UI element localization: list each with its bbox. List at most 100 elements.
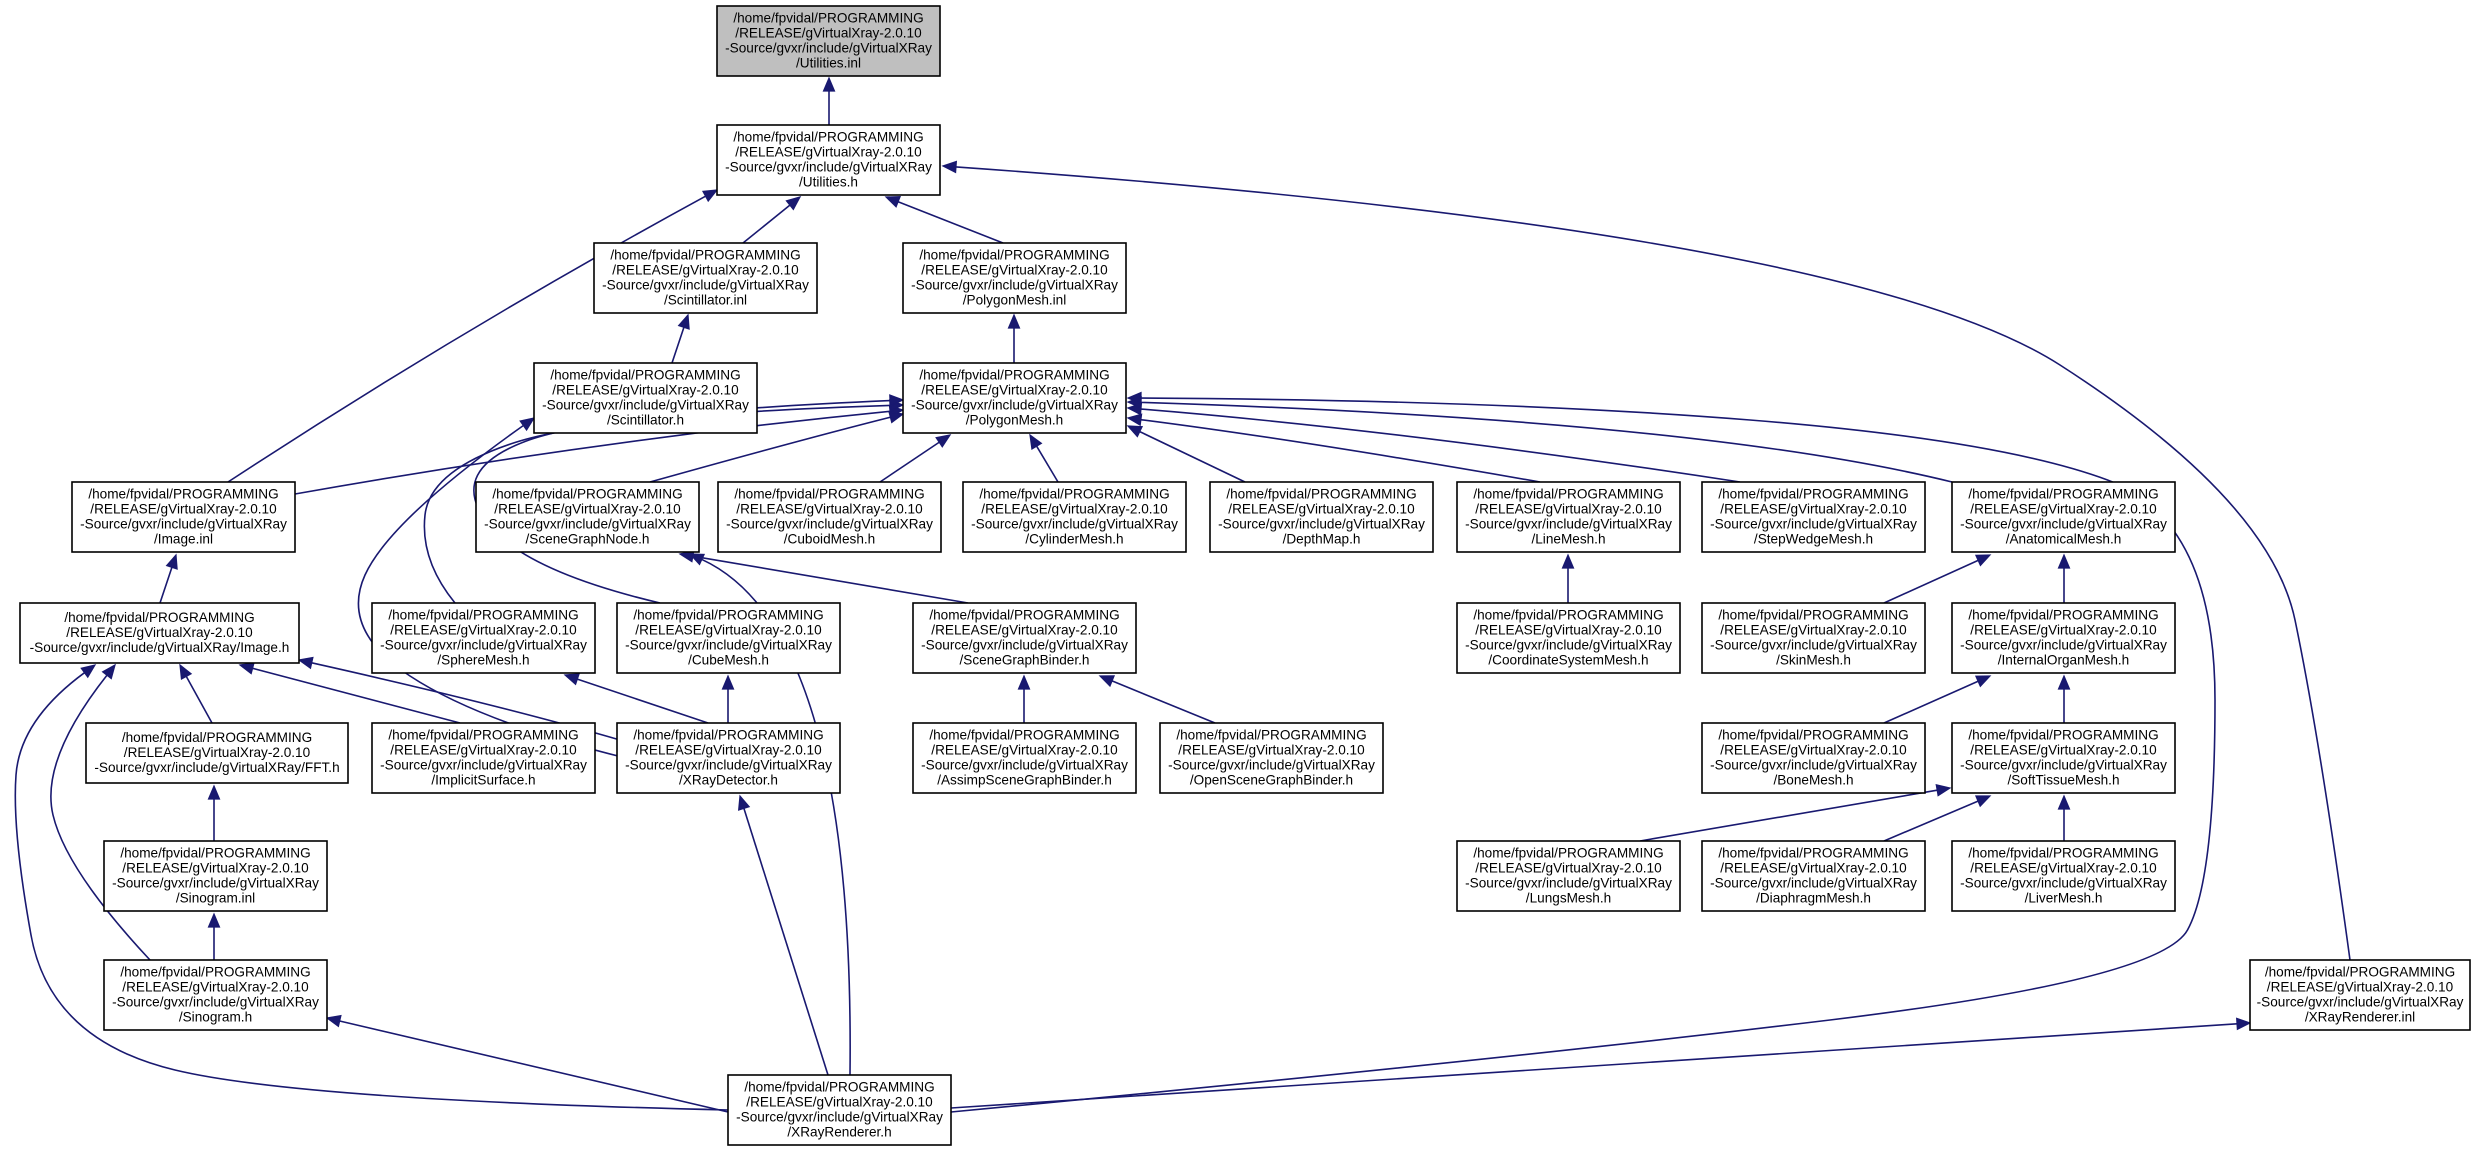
node-label-line: /home/fpvidal/PROGRAMMING (1473, 608, 1663, 623)
node-poly-h[interactable]: /home/fpvidal/PROGRAMMING/RELEASE/gVirtu… (902, 362, 1127, 434)
node-label-line: -Source/gvxr/include/gVirtualXRay (602, 278, 809, 293)
node-sgnode[interactable]: /home/fpvidal/PROGRAMMING/RELEASE/gVirtu… (475, 481, 700, 553)
node-box[interactable] (103, 840, 328, 912)
node-box[interactable] (19, 602, 300, 664)
node-label-line: -Source/gvxr/include/gVirtualXRay (112, 995, 319, 1010)
node-soft[interactable]: /home/fpvidal/PROGRAMMING/RELEASE/gVirtu… (1951, 722, 2176, 794)
node-anatomical[interactable]: /home/fpvidal/PROGRAMMING/RELEASE/gVirtu… (1951, 481, 2176, 553)
node-sino-inl[interactable]: /home/fpvidal/PROGRAMMING/RELEASE/gVirtu… (103, 840, 328, 912)
node-bone[interactable]: /home/fpvidal/PROGRAMMING/RELEASE/gVirtu… (1701, 722, 1926, 794)
edge-arrowhead (80, 664, 97, 679)
node-box[interactable] (371, 602, 596, 674)
edge-xrr_h-to-xrr_inl (950, 1017, 2252, 1109)
edge-depthmap-to-poly_h (1126, 425, 1246, 483)
node-box[interactable] (103, 959, 328, 1031)
node-box[interactable] (371, 722, 596, 794)
node-box[interactable] (71, 481, 296, 553)
node-xraydet[interactable]: /home/fpvidal/PROGRAMMING/RELEASE/gVirtu… (616, 722, 841, 794)
node-image-inl[interactable]: /home/fpvidal/PROGRAMMING/RELEASE/gVirtu… (71, 481, 296, 553)
edge-arrowhead (721, 674, 735, 690)
node-coordsys[interactable]: /home/fpvidal/PROGRAMMING/RELEASE/gVirtu… (1456, 602, 1681, 674)
edge-arrowhead (1126, 425, 1144, 438)
node-box[interactable] (912, 602, 1137, 674)
node-box[interactable] (1951, 840, 2176, 912)
node-fft[interactable]: /home/fpvidal/PROGRAMMING/RELEASE/gVirtu… (85, 722, 349, 784)
node-label-line: /home/fpvidal/PROGRAMMING (2265, 965, 2455, 980)
node-label-line: /home/fpvidal/PROGRAMMING (388, 728, 578, 743)
node-liver[interactable]: /home/fpvidal/PROGRAMMING/RELEASE/gVirtu… (1951, 840, 2176, 912)
node-label-line: /StepWedgeMesh.h (1754, 532, 1873, 547)
edge-soft-to-internal (2057, 674, 2071, 723)
edge-arrowhead (701, 189, 719, 203)
node-box[interactable] (1456, 840, 1681, 912)
node-label-line: /home/fpvidal/PROGRAMMING (64, 610, 254, 625)
node-box[interactable] (475, 481, 700, 553)
node-stepwedge[interactable]: /home/fpvidal/PROGRAMMING/RELEASE/gVirtu… (1701, 481, 1926, 553)
node-sgbinder[interactable]: /home/fpvidal/PROGRAMMING/RELEASE/gVirtu… (912, 602, 1137, 674)
edge-arrowhead (1561, 553, 1575, 569)
node-label-line: /RELEASE/gVirtualXray-2.0.10 (735, 145, 922, 160)
node-skin[interactable]: /home/fpvidal/PROGRAMMING/RELEASE/gVirtu… (1701, 602, 1926, 674)
node-box[interactable] (902, 362, 1127, 434)
node-cube[interactable]: /home/fpvidal/PROGRAMMING/RELEASE/gVirtu… (616, 602, 841, 674)
node-box[interactable] (1701, 840, 1926, 912)
node-label-line: /LiverMesh.h (2025, 891, 2103, 906)
node-depthmap[interactable]: /home/fpvidal/PROGRAMMING/RELEASE/gVirtu… (1209, 481, 1434, 553)
node-internal[interactable]: /home/fpvidal/PROGRAMMING/RELEASE/gVirtu… (1951, 602, 2176, 674)
node-box[interactable] (2249, 959, 2471, 1031)
edge-assimp-to-sgbinder (1017, 674, 1031, 723)
node-box[interactable] (1456, 481, 1681, 553)
node-box[interactable] (593, 242, 818, 314)
node-label-line: /Sinogram.inl (176, 891, 255, 906)
node-lungs[interactable]: /home/fpvidal/PROGRAMMING/RELEASE/gVirtu… (1456, 840, 1681, 912)
node-util-h[interactable]: /home/fpvidal/PROGRAMMING/RELEASE/gVirtu… (716, 124, 941, 196)
edge-arrowhead (179, 663, 193, 681)
node-label-line: /Scintillator.inl (664, 293, 747, 308)
node-label-line: -Source/gvxr/include/gVirtualXRay (725, 160, 932, 175)
node-box[interactable] (616, 722, 841, 794)
node-xrr-inl[interactable]: /home/fpvidal/PROGRAMMING/RELEASE/gVirtu… (2249, 959, 2471, 1031)
node-box[interactable] (616, 602, 841, 674)
node-osg[interactable]: /home/fpvidal/PROGRAMMING/RELEASE/gVirtu… (1159, 722, 1384, 794)
node-diaphragm[interactable]: /home/fpvidal/PROGRAMMING/RELEASE/gVirtu… (1701, 840, 1926, 912)
node-assimp[interactable]: /home/fpvidal/PROGRAMMING/RELEASE/gVirtu… (912, 722, 1137, 794)
node-cuboid[interactable]: /home/fpvidal/PROGRAMMING/RELEASE/gVirtu… (717, 481, 942, 553)
node-label-line: /home/fpvidal/PROGRAMMING (919, 368, 1109, 383)
node-box[interactable] (1456, 602, 1681, 674)
node-label-line: /home/fpvidal/PROGRAMMING (1968, 608, 2158, 623)
node-box[interactable] (533, 362, 758, 434)
node-scint-inl[interactable]: /home/fpvidal/PROGRAMMING/RELEASE/gVirtu… (593, 242, 818, 314)
node-box[interactable] (1701, 722, 1926, 794)
node-box[interactable] (1701, 602, 1926, 674)
node-box[interactable] (1951, 481, 2176, 553)
node-box[interactable] (912, 722, 1137, 794)
node-box[interactable] (1159, 722, 1384, 794)
node-scint-h[interactable]: /home/fpvidal/PROGRAMMING/RELEASE/gVirtu… (533, 362, 758, 434)
node-label-line: -Source/gvxr/include/gVirtualXRay (380, 638, 587, 653)
node-linemesh[interactable]: /home/fpvidal/PROGRAMMING/RELEASE/gVirtu… (1456, 481, 1681, 553)
nodes-layer: /home/fpvidal/PROGRAMMING/RELEASE/gVirtu… (19, 5, 2471, 1146)
node-util-inl[interactable]: /home/fpvidal/PROGRAMMING/RELEASE/gVirtu… (716, 5, 941, 77)
edge-arrowhead (889, 394, 905, 407)
node-xrr-h[interactable]: /home/fpvidal/PROGRAMMING/RELEASE/gVirtu… (727, 1074, 952, 1146)
node-box[interactable] (1951, 602, 2176, 674)
node-box[interactable] (85, 722, 349, 784)
node-box[interactable] (1701, 481, 1926, 553)
node-cylinder[interactable]: /home/fpvidal/PROGRAMMING/RELEASE/gVirtu… (962, 481, 1187, 553)
node-box[interactable] (902, 242, 1127, 314)
node-label-line: -Source/gvxr/include/gVirtualXRay (1960, 517, 2167, 532)
node-box-root[interactable] (716, 5, 941, 77)
node-box[interactable] (1951, 722, 2176, 794)
node-sphere[interactable]: /home/fpvidal/PROGRAMMING/RELEASE/gVirtu… (371, 602, 596, 674)
node-box[interactable] (727, 1074, 952, 1146)
node-sino-h[interactable]: /home/fpvidal/PROGRAMMING/RELEASE/gVirtu… (103, 959, 328, 1031)
node-label-line: /RELEASE/gVirtualXray-2.0.10 (2267, 980, 2454, 995)
node-label-line: -Source/gvxr/include/gVirtualXRay (921, 638, 1128, 653)
node-image-h[interactable]: /home/fpvidal/PROGRAMMING/RELEASE/gVirtu… (19, 602, 300, 664)
node-box[interactable] (962, 481, 1187, 553)
node-box[interactable] (716, 124, 941, 196)
node-poly-inl[interactable]: /home/fpvidal/PROGRAMMING/RELEASE/gVirtu… (902, 242, 1127, 314)
node-box[interactable] (1209, 481, 1434, 553)
node-box[interactable] (717, 481, 942, 553)
node-implicit[interactable]: /home/fpvidal/PROGRAMMING/RELEASE/gVirtu… (371, 722, 596, 794)
